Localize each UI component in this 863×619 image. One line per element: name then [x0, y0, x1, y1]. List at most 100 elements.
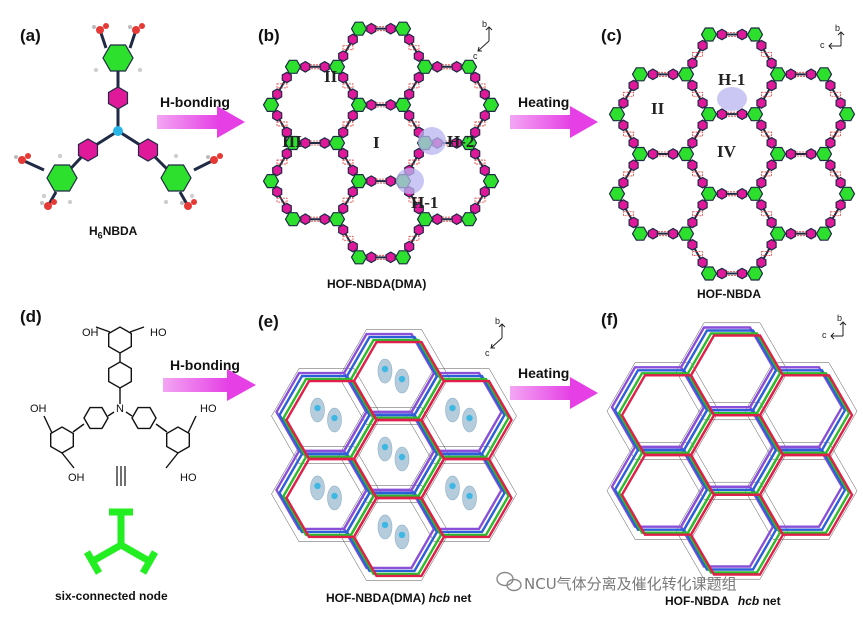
- axis-label-b-c: b: [835, 23, 841, 33]
- skeletal-ring: [165, 426, 191, 454]
- benzene-ring: [766, 216, 777, 229]
- caption-e-italic: hcb: [428, 591, 450, 605]
- benzene-ring: [838, 186, 856, 201]
- skeletal-bond: [165, 452, 179, 469]
- benzene-ring: [647, 227, 659, 240]
- site-h2-highlight: [418, 127, 446, 155]
- hbond-dimer: [623, 171, 634, 177]
- atom: [191, 199, 197, 205]
- benzene-ring: [272, 185, 283, 198]
- benzene-ring: [319, 60, 330, 73]
- benzene-ring: [687, 159, 698, 172]
- benzene-ring: [766, 238, 777, 251]
- hcb-layer-hexagon: [748, 366, 844, 449]
- benzene-ring: [385, 99, 396, 111]
- benzene-ring: [769, 146, 787, 162]
- atom: [25, 153, 31, 159]
- site-label-h2: H-2: [447, 132, 475, 151]
- benzene-ring: [815, 226, 833, 241]
- arrow-hbonding-bottom: [163, 369, 256, 401]
- benzene-ring: [677, 226, 695, 241]
- benzene-ring: [284, 135, 302, 151]
- skeletal-bond: [107, 411, 115, 417]
- benzene-ring: [338, 71, 349, 84]
- hbond-dimer: [761, 251, 772, 256]
- guest-nitrogen: [331, 414, 338, 422]
- benzene-ring: [470, 126, 481, 139]
- axis-label-b-f: b: [837, 313, 843, 323]
- benzene-ring: [746, 186, 764, 201]
- benzene-ring: [716, 267, 728, 280]
- panel-label-b: (b): [258, 26, 280, 45]
- benzene-ring: [328, 135, 346, 151]
- benzene-ring: [262, 174, 280, 189]
- guest-nitrogen: [449, 404, 456, 412]
- hbond-dimer: [830, 171, 841, 177]
- guest-nitrogen: [314, 482, 321, 490]
- group-label-ho-1: HO: [150, 327, 167, 339]
- benzene-ring: [628, 79, 639, 92]
- benzene-ring: [687, 238, 698, 251]
- benzene-ring: [835, 119, 846, 132]
- atom: [184, 202, 192, 210]
- benzene-ring: [631, 67, 649, 82]
- benzene-ring: [677, 146, 695, 162]
- hcb-layer-hexagon: [413, 374, 506, 456]
- hbond-dimer: [692, 91, 703, 97]
- benzene-ring: [319, 213, 330, 226]
- axis-b-panel-b: [477, 26, 493, 52]
- benzene-ring: [825, 136, 836, 149]
- hcb-layer-hexagon: [410, 371, 503, 453]
- benzene-ring: [697, 176, 708, 189]
- benzene-ring: [328, 212, 346, 227]
- caption-hof-nbda: HOF-NBDA: [697, 287, 761, 301]
- panel-label-a: (a): [20, 26, 41, 45]
- axis-label-c-e: c: [485, 348, 490, 358]
- benzene-ring: [785, 148, 797, 160]
- benzene-ring: [687, 216, 698, 229]
- caption-e-main: HOF-NBDA(DMA): [326, 591, 426, 605]
- skeletal-bond: [155, 423, 168, 433]
- guest-nitrogen: [398, 453, 406, 461]
- benzene-ring: [385, 175, 396, 187]
- pore-label-ii-c: II: [651, 99, 665, 118]
- benzene-ring: [413, 50, 424, 62]
- benzene-ring: [338, 147, 349, 160]
- hbond-dimer: [761, 171, 772, 177]
- benzene-ring: [825, 79, 836, 92]
- atom: [92, 25, 96, 29]
- caption-h6nbda-sub: 6: [97, 230, 103, 241]
- benzene-ring: [107, 86, 129, 110]
- atom: [180, 201, 184, 205]
- hbond-dimer: [692, 251, 703, 256]
- guest-nitrogen: [398, 375, 406, 383]
- hbond-dimer: [692, 131, 703, 137]
- benzene-ring: [338, 224, 349, 236]
- axis-b-panel-e: [490, 323, 506, 349]
- benzene-ring: [347, 185, 358, 198]
- benzene-ring: [756, 39, 767, 52]
- benzene-ring: [647, 148, 659, 160]
- skeletal-ring: [131, 406, 157, 430]
- hbond-dimer: [761, 91, 772, 97]
- atom: [18, 156, 26, 164]
- hbond-dimer: [408, 83, 420, 89]
- benzene-ring: [366, 175, 377, 187]
- hcb-net: [606, 322, 858, 580]
- pore-label-ii-b: II: [324, 67, 338, 86]
- group-label-oh-2: OH: [30, 403, 47, 415]
- hbond-dimer: [474, 83, 486, 89]
- axis-b-panel-f: [830, 321, 847, 340]
- site-label-h1-b: H-1: [411, 193, 439, 212]
- benzene-ring: [700, 186, 718, 201]
- benzene-ring: [404, 33, 415, 46]
- benzene-ring: [470, 147, 481, 160]
- axis-label-b-top: b: [482, 19, 488, 29]
- benzene-ring: [825, 216, 836, 229]
- atom: [40, 201, 44, 205]
- benzene-ring: [825, 159, 836, 172]
- caption-h6nbda-h: H: [89, 224, 98, 238]
- hbond-dimer: [408, 121, 420, 127]
- benzene-ring: [347, 88, 358, 101]
- atom: [189, 193, 195, 199]
